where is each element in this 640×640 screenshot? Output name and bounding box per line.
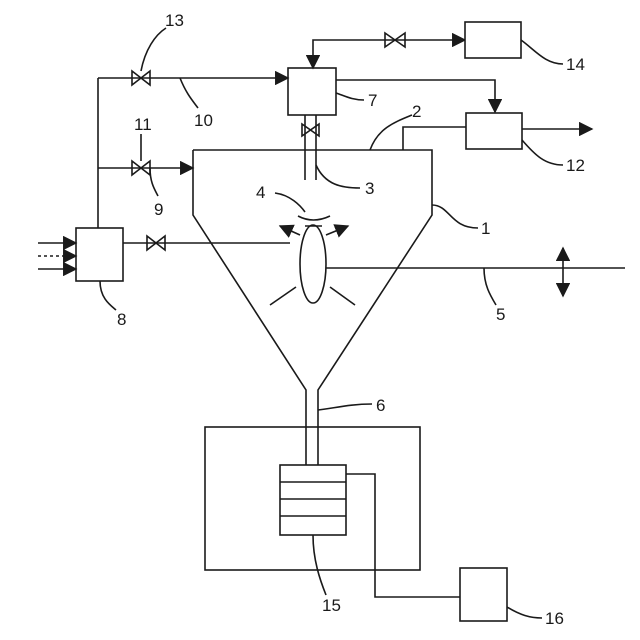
spray-lower-right: [330, 287, 355, 305]
label-16: 16: [545, 609, 564, 628]
label-9: 9: [154, 200, 163, 219]
leader-16: [507, 607, 542, 618]
label-8: 8: [117, 310, 126, 329]
label-4: 4: [256, 183, 265, 202]
spray-right: [326, 226, 348, 235]
unit-12-box: [466, 113, 522, 149]
vessel-body: [193, 150, 432, 465]
label-10: 10: [194, 111, 213, 130]
leader-8: [100, 281, 116, 310]
label-5: 5: [496, 305, 505, 324]
unit-8-box: [76, 228, 123, 281]
leader-13: [141, 28, 166, 71]
exhaust-line: [403, 127, 466, 150]
label-1: 1: [481, 219, 490, 238]
unit-7-box: [288, 68, 336, 115]
leader-1: [432, 205, 478, 228]
leader-9: [150, 168, 158, 196]
leader-3: [316, 165, 360, 188]
label-13: 13: [165, 11, 184, 30]
leader-6: [318, 404, 372, 410]
leader-5: [484, 268, 496, 305]
leader-2: [370, 115, 412, 150]
label-7: 7: [368, 91, 377, 110]
leader-7: [336, 93, 364, 100]
label-11: 11: [134, 115, 152, 134]
label-3: 3: [365, 179, 374, 198]
label-2: 2: [412, 102, 421, 121]
atomizer-curve: [298, 216, 330, 220]
label-6: 6: [376, 396, 385, 415]
leader-10: [180, 78, 198, 108]
unit-14-box: [465, 22, 521, 58]
leader-14: [521, 40, 563, 64]
label-14: 14: [566, 55, 585, 74]
leader-12: [522, 140, 563, 165]
leader-15: [313, 535, 326, 595]
label-15: 15: [322, 596, 341, 615]
label-12: 12: [566, 156, 585, 175]
leader-4: [275, 193, 305, 212]
unit-16-box: [460, 568, 507, 621]
atomizer-4: [300, 225, 326, 303]
collector-15: [280, 465, 346, 535]
spray-lower-left: [270, 287, 296, 305]
line-15-to-16: [346, 474, 460, 597]
spray-left: [280, 226, 300, 235]
